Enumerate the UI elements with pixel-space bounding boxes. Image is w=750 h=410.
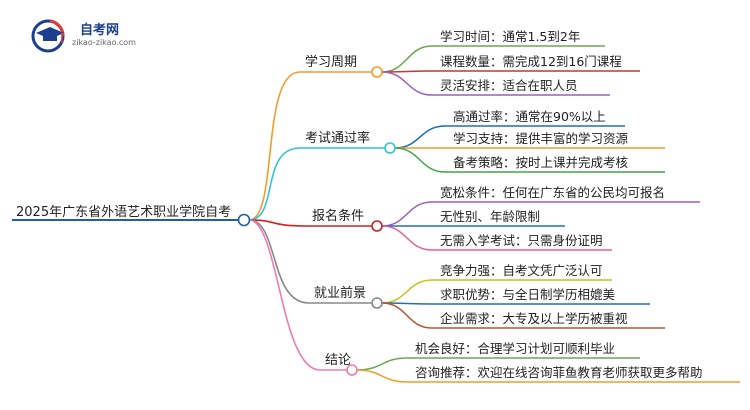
root-label: 2025年广东省外语艺术职业学院自考	[16, 204, 231, 220]
leaf-label: 无需入学考试：只需身份证明	[440, 233, 603, 248]
branch-label: 学习周期	[305, 54, 357, 70]
leaf-connector	[381, 71, 433, 96]
leaf-label: 学习支持：提供丰富的学习资源	[453, 131, 629, 146]
graduation-cap-icon	[31, 19, 65, 53]
branch-connector	[248, 71, 301, 221]
leaf-label: 灵活安排：适合在职人员	[440, 78, 578, 93]
site-logo[interactable]: 自考网 zikao-zikao.com	[28, 16, 168, 60]
leaf-label: 机会良好：合理学习计划可顺利毕业	[415, 341, 615, 356]
branch-node-circle	[384, 142, 396, 154]
root-node-circle	[237, 213, 251, 227]
leaf-connector	[394, 147, 446, 173]
branch-label: 就业前景	[314, 285, 366, 301]
branch-connector	[248, 219, 308, 227]
leaf-connector	[381, 302, 433, 329]
branch-label: 考试通过率	[305, 130, 370, 146]
branch-connector	[248, 219, 321, 371]
leaf-label: 企业需求：大专及以上学历被重视	[440, 311, 628, 326]
branch-node-circle	[346, 364, 358, 376]
leaf-label: 课程数量：需完成12到16门课程	[440, 54, 622, 69]
branch-node-circle	[371, 297, 383, 309]
leaf-label: 咨询推荐：欢迎在线咨询菲鱼教育老师获取更多帮助	[415, 365, 703, 380]
leaf-label: 宽松条件：任何在广东省的公民均可报名	[440, 185, 665, 200]
leaf-label: 学习时间：通常1.5到2年	[440, 29, 580, 44]
leaf-label: 竞争力强：自考文凭广泛认可	[440, 263, 603, 278]
leaf-label: 备考策略：按时上课并完成考核	[453, 155, 629, 170]
branch-node-circle	[371, 220, 383, 232]
logo-title: 自考网	[80, 23, 120, 38]
leaf-label: 无性别、年龄限制	[440, 209, 540, 224]
leaf-connector	[381, 45, 433, 73]
leaf-connector	[381, 225, 433, 251]
branch-node-circle	[371, 66, 383, 78]
leaf-connector	[381, 279, 433, 304]
leaf-label: 求职优势：与全日制学历相媲美	[440, 287, 615, 302]
logo-url: zikao-zikao.com	[72, 38, 136, 47]
leaf-connector	[381, 201, 433, 227]
branch-connector	[248, 147, 301, 221]
leaf-connector	[394, 125, 446, 149]
leaf-label: 高通过率：通常在90%以上	[453, 109, 606, 124]
branch-label: 结论	[325, 353, 351, 368]
branch-connector	[248, 219, 310, 304]
branch-label: 报名条件	[312, 208, 364, 224]
leaf-connector	[356, 357, 408, 371]
leaf-connector	[356, 369, 408, 383]
